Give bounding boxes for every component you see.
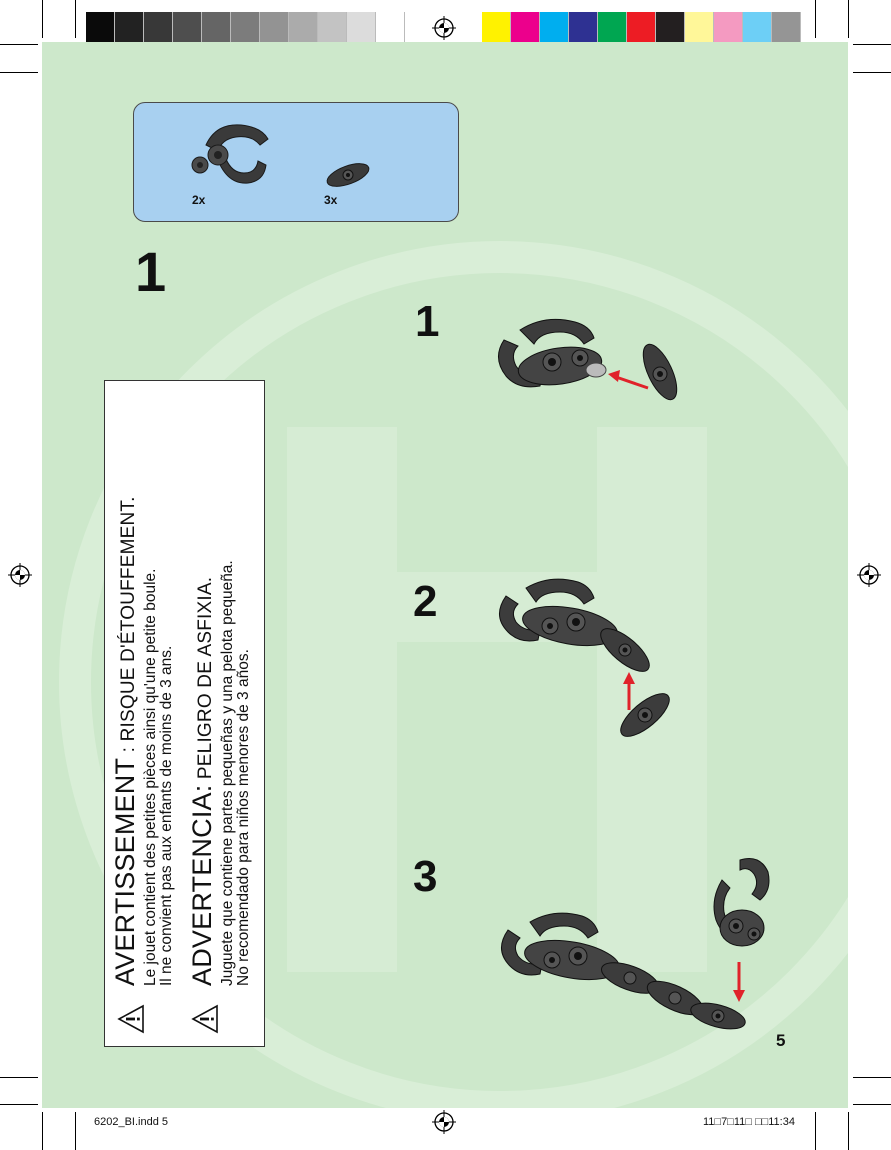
assembly-step-1-illustration bbox=[498, 318, 678, 401]
color-swatch bbox=[144, 12, 173, 42]
crop-mark bbox=[0, 1077, 38, 1078]
color-swatch bbox=[86, 12, 115, 42]
choking-hazard-warning: AVERTISSEMENT : RISQUE D'ÉTOUFFEMENT. Le… bbox=[104, 380, 265, 1047]
color-swatch bbox=[115, 12, 144, 42]
crop-mark bbox=[853, 1104, 891, 1105]
color-swatch bbox=[347, 12, 376, 42]
color-swatch bbox=[656, 12, 685, 42]
claw-part-icon bbox=[191, 124, 269, 184]
color-swatch bbox=[318, 12, 347, 42]
grayscale-calibration-strip bbox=[86, 12, 405, 42]
warning-es-line: Juguete que contiene partes pequeñas y u… bbox=[219, 560, 236, 986]
part-quantity: 2x bbox=[192, 193, 206, 207]
substep-number: 2 bbox=[413, 577, 438, 626]
color-swatch bbox=[540, 12, 569, 42]
crop-mark bbox=[0, 72, 38, 73]
color-swatch bbox=[569, 12, 598, 42]
assembly-step-3-illustration bbox=[501, 858, 770, 1030]
color-swatch bbox=[511, 12, 540, 42]
color-swatch bbox=[743, 12, 772, 42]
page-number: 5 bbox=[776, 1031, 786, 1050]
color-swatch bbox=[598, 12, 627, 42]
color-swatch bbox=[289, 12, 318, 42]
crop-mark bbox=[815, 0, 816, 38]
color-calibration-strip bbox=[482, 12, 801, 42]
warning-triangle-icon bbox=[191, 1004, 218, 1034]
parts-list-box: 2x 3x bbox=[133, 102, 459, 222]
crop-mark bbox=[42, 0, 43, 38]
warning-spanish: ADVERTENCIA: PELIGRO DE ASFIXIA. Juguete… bbox=[187, 389, 252, 986]
crop-mark bbox=[853, 72, 891, 73]
footer-file-name: 6202_BI.indd 5 bbox=[94, 1116, 169, 1128]
crop-mark bbox=[853, 1077, 891, 1078]
footer-timestamp: 11□7□11□ □□11:34 bbox=[703, 1116, 795, 1128]
color-swatch bbox=[202, 12, 231, 42]
color-swatch bbox=[173, 12, 202, 42]
color-swatch bbox=[772, 12, 801, 42]
warning-french: AVERTISSEMENT : RISQUE D'ÉTOUFFEMENT. Le… bbox=[110, 389, 175, 986]
warning-fr-subheading: : RISQUE D'ÉTOUFFEMENT. bbox=[118, 496, 139, 758]
bionicle-watermark-icon bbox=[59, 241, 848, 1108]
substep-number: 3 bbox=[413, 852, 438, 901]
warning-fr-line: Il ne convient pas aux enfants de moins … bbox=[158, 645, 175, 986]
registration-mark-icon bbox=[432, 1110, 456, 1134]
color-swatch bbox=[714, 12, 743, 42]
warning-fr-heading: AVERTISSEMENT bbox=[110, 757, 140, 986]
registration-mark-icon bbox=[857, 563, 881, 587]
crop-mark bbox=[848, 1112, 849, 1150]
crop-mark bbox=[0, 1104, 38, 1105]
warning-fr-line: Le jouet contient des petites pièces ain… bbox=[142, 568, 159, 986]
warning-es-subheading: PELIGRO DE ASFIXIA. bbox=[195, 576, 216, 785]
assembly-step-2-illustration bbox=[499, 578, 670, 737]
crop-mark bbox=[815, 1112, 816, 1150]
warning-triangle-icon bbox=[117, 1004, 144, 1034]
connector-part-icon bbox=[326, 163, 370, 187]
color-swatch bbox=[231, 12, 260, 42]
color-swatch bbox=[482, 12, 511, 42]
crop-mark bbox=[75, 1112, 76, 1150]
crop-mark bbox=[848, 0, 849, 38]
registration-mark-icon bbox=[8, 563, 32, 587]
substep-number: 1 bbox=[415, 297, 440, 346]
crop-mark bbox=[75, 0, 76, 38]
step-number: 1 bbox=[135, 240, 167, 303]
color-swatch bbox=[685, 12, 714, 42]
part-quantity: 3x bbox=[324, 193, 338, 207]
color-swatch bbox=[627, 12, 656, 42]
crop-mark bbox=[42, 1112, 43, 1150]
registration-mark-icon bbox=[432, 16, 456, 40]
warning-es-heading: ADVERTENCIA: bbox=[187, 784, 217, 986]
crop-mark bbox=[853, 44, 891, 45]
color-swatch bbox=[260, 12, 289, 42]
crop-mark bbox=[0, 44, 38, 45]
color-swatch bbox=[376, 12, 405, 42]
warning-es-line: No recomendado para niños menores de 3 a… bbox=[235, 649, 252, 986]
